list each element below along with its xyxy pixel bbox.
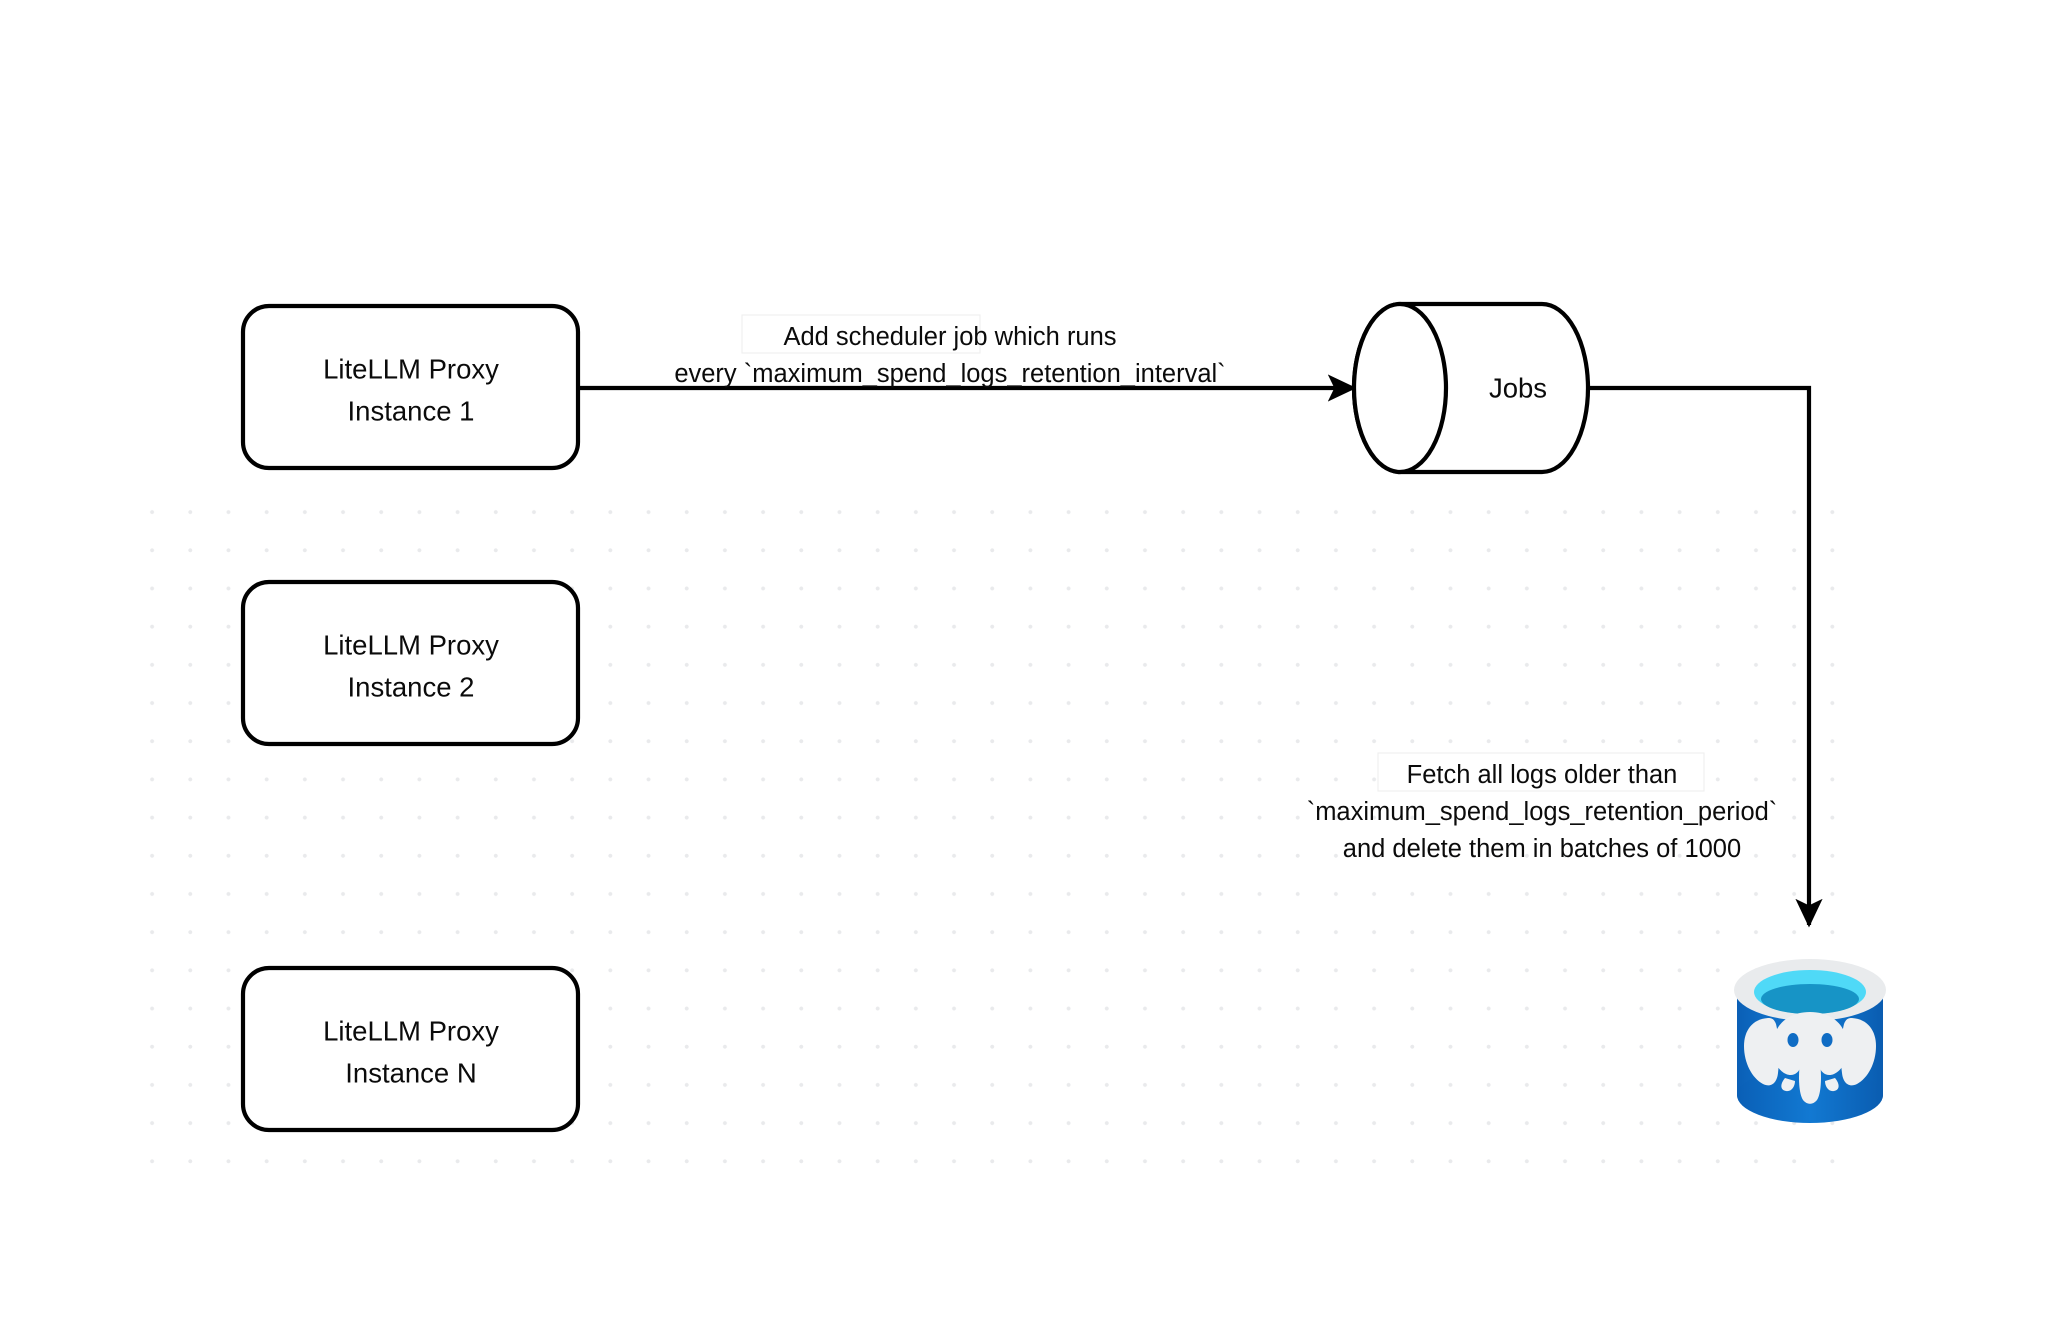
edge-label-2-highlight	[1377, 752, 1705, 792]
node-jobs-cylinder-cap	[1351, 301, 1449, 475]
edge-label-2-line3: and delete them in batches of 1000	[1343, 835, 1741, 863]
node-proxy-instance-2[interactable]: LiteLLM Proxy Instance 2	[240, 579, 581, 747]
node-proxy-n-label-line2: Instance N	[345, 1057, 476, 1088]
node-jobs-label: Jobs	[1489, 372, 1547, 403]
node-proxy-2-box[interactable]	[240, 579, 581, 747]
node-proxy-2-label-line2: Instance 2	[348, 671, 475, 702]
edge-jobs-to-postgres	[1581, 385, 1823, 928]
edge-label-1-highlight	[741, 314, 981, 354]
edge-jobs-to-postgres-label: Fetch all logs older than `maximum_spend…	[1307, 752, 1778, 863]
node-jobs-queue[interactable]: Jobs	[1351, 301, 1591, 475]
node-proxy-1-label-line1: LiteLLM Proxy	[323, 353, 499, 384]
node-proxy-2-label-line1: LiteLLM Proxy	[323, 629, 499, 660]
postgres-top-inner-2	[1761, 984, 1859, 1014]
edge-label-1-line1: Add scheduler job which runs	[783, 323, 1116, 351]
node-proxy-instance-n[interactable]: LiteLLM Proxy Instance N	[240, 965, 581, 1133]
node-proxy-n-label-line1: LiteLLM Proxy	[323, 1015, 499, 1046]
edge-proxy1-to-jobs-label: Add scheduler job which runs every `maxi…	[674, 314, 1226, 388]
node-proxy-instance-1[interactable]: LiteLLM Proxy Instance 1	[240, 303, 581, 471]
node-postgres-database[interactable]	[1734, 959, 1886, 1123]
edge-label-1-line2: every `maximum_spend_logs_retention_inte…	[674, 360, 1225, 388]
edge-label-2-line2: `maximum_spend_logs_retention_period`	[1307, 798, 1778, 826]
postgres-elephant-icon	[1744, 1012, 1876, 1104]
edge-jobs-to-postgres-line	[1581, 385, 1823, 928]
node-proxy-1-box[interactable]	[240, 303, 581, 471]
postgres-elephant-eyes	[1787, 1033, 1833, 1047]
node-proxy-1-label-line2: Instance 1	[348, 395, 475, 426]
node-proxy-n-box[interactable]	[240, 965, 581, 1133]
edge-label-2-line1: Fetch all logs older than	[1407, 761, 1678, 789]
